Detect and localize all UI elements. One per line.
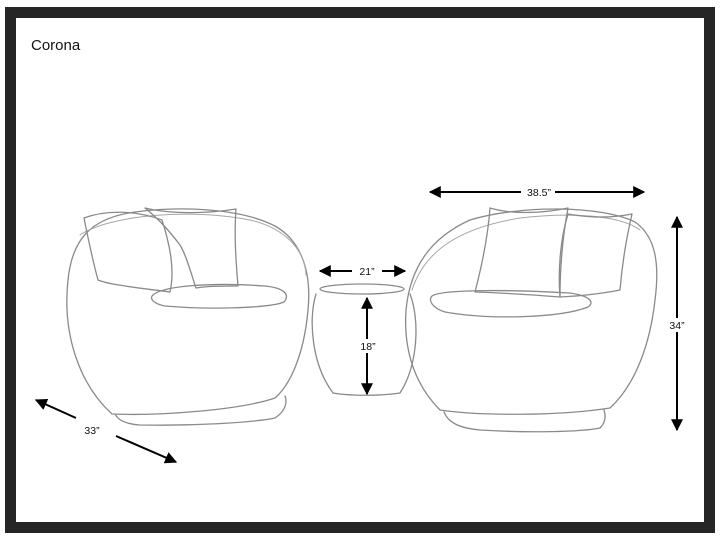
- table-height-label: 18”: [360, 341, 376, 353]
- depth-arrow-lower: [115, 435, 178, 464]
- right-chair-shell: [404, 208, 658, 415]
- depth-arrow-upper: [34, 398, 77, 419]
- side-table-body: [311, 293, 417, 396]
- right-chair-base: [443, 409, 606, 433]
- left-chair-rim: [79, 213, 307, 276]
- left-chair-pillow-front: [144, 207, 239, 289]
- left-chair-shell: [66, 208, 310, 416]
- side-table: [311, 283, 417, 396]
- right-chair: [404, 207, 658, 433]
- product-title: Corona: [31, 37, 81, 54]
- width-label: 38.5”: [527, 187, 551, 199]
- right-chair-pillow-right: [558, 213, 633, 298]
- left-chair-pillow-back: [83, 211, 173, 293]
- height-label: 34”: [669, 320, 685, 332]
- left-chair-base: [114, 395, 287, 426]
- depth-label: 33”: [84, 425, 100, 437]
- table-width-label: 21”: [359, 266, 375, 278]
- right-chair-seat: [429, 289, 592, 318]
- right-chair-pillow-left: [474, 207, 569, 298]
- right-chair-rim: [411, 214, 641, 291]
- left-chair: [66, 207, 310, 426]
- left-chair-seat: [150, 283, 288, 309]
- side-table-top: [319, 283, 405, 295]
